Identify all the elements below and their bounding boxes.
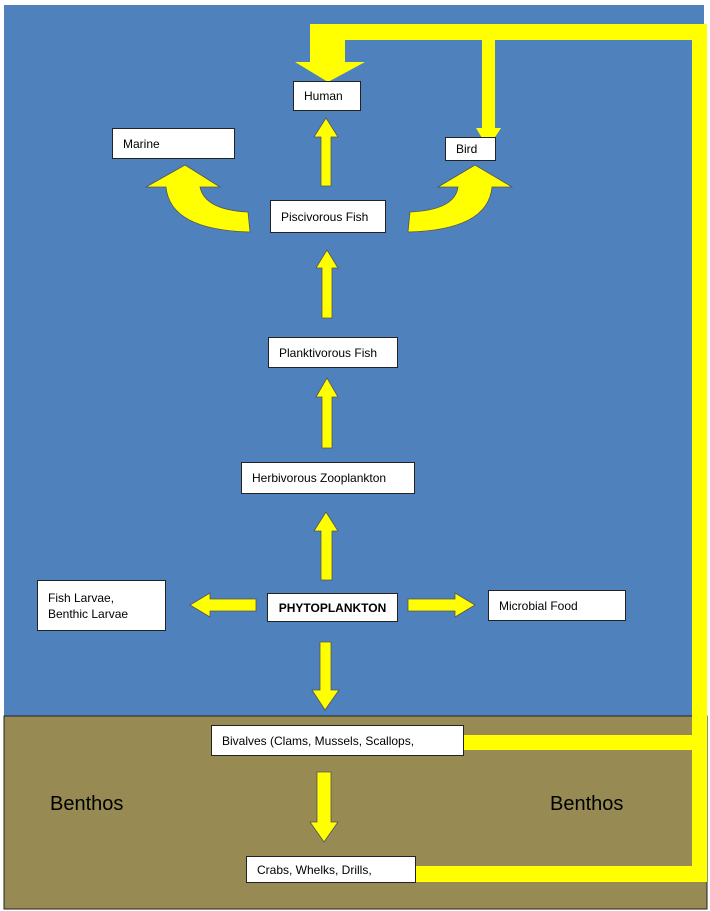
crabs-return-line — [415, 866, 707, 882]
node-piscivorous-fish: Piscivorous Fish — [270, 200, 386, 233]
arrow-phyto-to-larvae — [189, 592, 257, 618]
bivalves-return-line — [463, 735, 707, 750]
curved-arrow-to-marine — [144, 164, 251, 233]
node-marine: Marine — [112, 128, 235, 159]
node-human: Human — [293, 81, 361, 111]
arrow-to-human — [295, 24, 707, 82]
arrow-plankt-to-pisc — [315, 249, 339, 319]
benthos-label-right: Benthos — [550, 793, 624, 815]
arrow-herb-to-plankt — [315, 377, 339, 449]
return-vertical-line — [692, 24, 707, 882]
fish-larvae-line1: Fish Larvae, — [48, 590, 115, 605]
node-microbial-food: Microbial Food — [488, 590, 626, 621]
node-bird: Bird — [445, 137, 496, 161]
arrow-pisc-to-human — [313, 117, 339, 187]
arrow-phyto-to-bivalves — [311, 641, 340, 711]
fish-larvae-line2: Benthic Larvae — [48, 606, 129, 621]
arrow-bivalves-to-crabs — [309, 771, 339, 843]
node-phytoplankton: PHYTOPLANKTON — [267, 593, 398, 622]
curved-arrow-to-bird — [407, 164, 514, 233]
node-planktivorous-fish: Planktivorous Fish — [268, 337, 398, 368]
node-bivalves: Bivalves (Clams, Mussels, Scallops, — [211, 725, 464, 756]
arrow-phyto-to-microbial — [407, 592, 476, 618]
arrow-to-bird — [476, 40, 501, 148]
benthos-label-left: Benthos — [50, 793, 124, 815]
node-herbivorous-zooplankton: Herbivorous Zooplankton — [241, 462, 415, 494]
node-crabs: Crabs, Whelks, Drills, — [246, 856, 416, 883]
arrow-phyto-to-herb — [313, 511, 339, 581]
node-fish-larvae: Fish Larvae, Benthic Larvae — [37, 580, 166, 631]
